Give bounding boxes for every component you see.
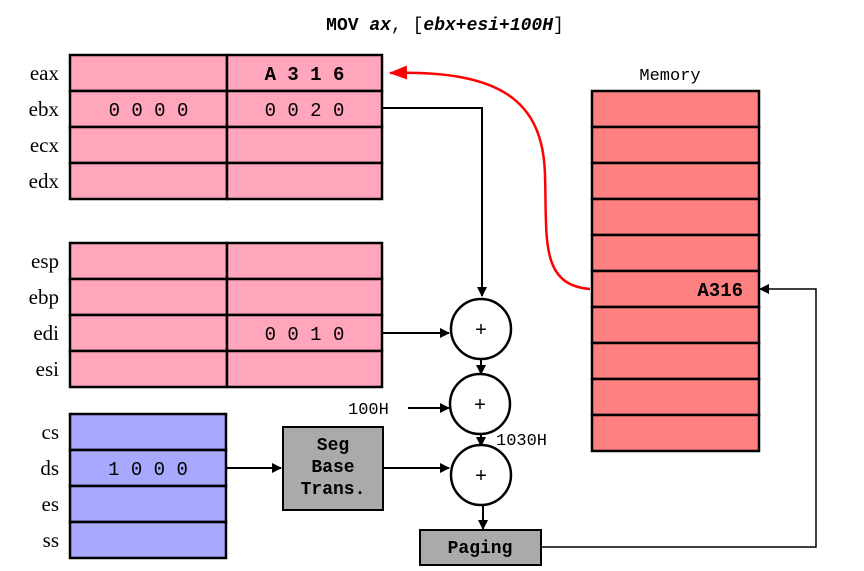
segment-register-row-0: cs (42, 412, 228, 452)
memory-cell (590, 233, 761, 273)
register-name: edx (29, 169, 60, 193)
memory-to-eax-arrow (389, 65, 591, 291)
memory-cell (590, 89, 761, 129)
adder-2: + (448, 372, 512, 436)
register-name: esp (31, 249, 59, 273)
register-name: edi (33, 321, 59, 345)
offset-label: 1030H (496, 432, 547, 451)
register-low-cell (225, 161, 384, 201)
memory-cell (590, 305, 761, 345)
register-high-value: 0 0 0 0 (109, 100, 189, 122)
segment-register-file: cs ds 1 0 0 0 es ss (40, 412, 228, 560)
register-high-cell (68, 241, 229, 281)
register-name: eax (30, 61, 60, 85)
paging-label: Paging (448, 539, 513, 559)
bracket-open: [ (413, 16, 424, 36)
opcode: MOV (326, 16, 359, 36)
register-low-value: A 3 1 6 (265, 64, 345, 86)
register-low-cell (225, 125, 384, 165)
memory-cell-value: A316 (697, 280, 743, 302)
operand-separator: , (391, 16, 413, 36)
register-name: ds (40, 456, 59, 480)
index-register-row-1: ebp (29, 277, 384, 317)
general-register-row-3: edx (29, 161, 384, 201)
register-low-cell (225, 277, 384, 317)
segment-register-cell (68, 412, 228, 452)
paging-to-memory-arrow (542, 284, 817, 548)
memory-cell (590, 413, 761, 453)
memory-cell (590, 125, 761, 165)
memory-cell (590, 197, 761, 237)
index-register-row-0: esp (31, 241, 384, 281)
index-register-row-3: esi (36, 349, 384, 389)
register-high-cell (68, 349, 229, 389)
segment-register-row-3: ss (43, 520, 228, 560)
plus-icon: + (474, 395, 486, 418)
register-name: cs (42, 420, 60, 444)
segment-base-translation-box: Seg Base Trans. (282, 426, 384, 511)
index-register-row-2: edi 0 0 1 0 (33, 313, 384, 353)
segment-register-value: 1 0 0 0 (108, 459, 188, 481)
memory-cell (590, 161, 761, 201)
segment-register-row-1: ds 1 0 0 0 (40, 448, 228, 488)
register-low-cell (225, 349, 384, 389)
ebx-to-adder-arrow (382, 107, 487, 297)
memory-cell (590, 341, 761, 381)
register-name: ebp (29, 285, 59, 309)
index-register-file: esp ebp edi 0 0 1 0 esi (29, 241, 384, 389)
memory-label: Memory (639, 67, 700, 86)
bracket-close: ] (553, 16, 564, 36)
segbase-line-1: Seg (317, 436, 349, 456)
register-high-cell (68, 125, 229, 165)
register-low-cell (225, 241, 384, 281)
register-high-cell (68, 161, 229, 201)
register-high-cell (68, 313, 229, 353)
segbase-line-2: Base (311, 458, 354, 478)
register-low-value: 0 0 2 0 (265, 100, 345, 122)
register-low-value: 0 0 1 0 (265, 324, 345, 346)
register-high-cell (68, 53, 229, 93)
plus-icon: + (475, 466, 487, 489)
segbase-line-3: Trans. (301, 480, 366, 500)
segment-register-cell (68, 484, 228, 524)
general-register-row-2: ecx (30, 125, 384, 165)
memory-block: A316 (590, 89, 761, 453)
register-name: es (42, 492, 60, 516)
register-name: ecx (30, 133, 60, 157)
memory-cell: A316 (590, 269, 761, 309)
register-name: ss (43, 528, 59, 552)
segment-register-row-2: es (42, 484, 228, 524)
register-name: esi (36, 357, 59, 381)
general-register-row-0: eax A 3 1 6 (30, 53, 384, 93)
source-operand: ebx+esi+100H (423, 16, 553, 36)
destination-operand: ax (369, 16, 392, 36)
register-name: ebx (29, 97, 60, 121)
instruction-title: MOV ax, [ebx+esi+100H] (326, 16, 564, 36)
plus-icon: + (475, 320, 487, 343)
memory-cell (590, 377, 761, 417)
general-register-file: eax A 3 1 6 ebx 0 0 0 0 0 0 2 0 ecx edx (29, 53, 384, 201)
register-high-cell (68, 277, 229, 317)
adder-1: + (449, 297, 513, 361)
general-register-row-1: ebx 0 0 0 0 0 0 2 0 (29, 89, 384, 129)
adder-3: + (449, 443, 513, 507)
displacement-label: 100H (348, 401, 389, 420)
paging-box: Paging (419, 529, 542, 566)
segment-register-cell (68, 520, 228, 560)
